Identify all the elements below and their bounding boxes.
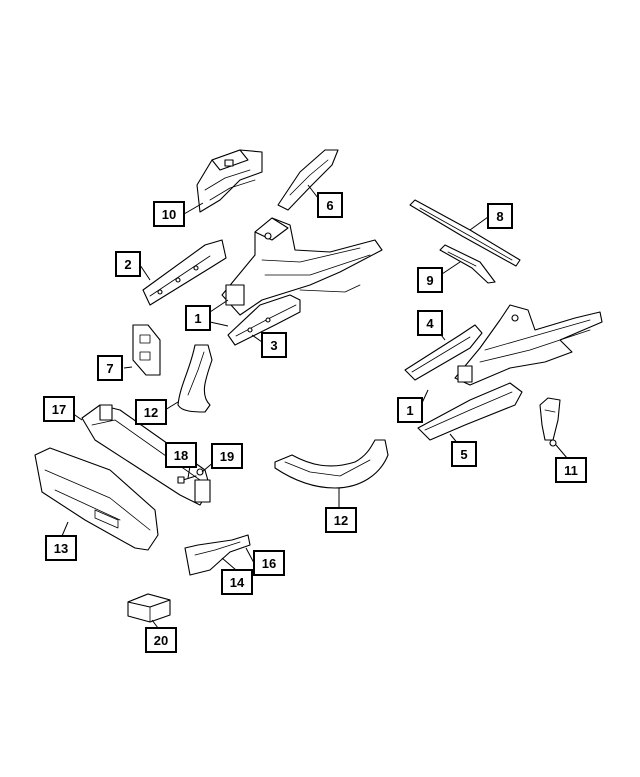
part-2-illustration [142,239,227,306]
part-11-illustration [539,397,561,447]
part-9-illustration [439,244,496,284]
callout-16: 16 [253,550,285,576]
right-frame-assembly [454,304,603,386]
callout-17-label: 17 [52,402,66,417]
callout-4-label: 4 [426,316,434,331]
callout-11: 11 [555,457,587,483]
callout-9-label: 9 [426,273,433,288]
part-7-illustration [132,324,161,376]
callout-1b-label: 1 [406,403,413,418]
callout-1a-label: 1 [194,311,201,326]
callout-2-label: 2 [124,257,131,272]
callout-20-label: 20 [154,633,168,648]
leader-lines [61,184,568,629]
part-20-illustration [127,593,171,623]
part-12a-illustration [177,344,213,413]
callout-19: 19 [211,443,243,469]
part-6-illustration [277,149,339,211]
callout-7: 7 [97,355,123,381]
callout-12b: 12 [325,507,357,533]
callout-12a-label: 12 [144,405,158,420]
callout-14: 14 [221,569,253,595]
callout-2: 2 [115,251,141,277]
part-5-illustration [417,382,523,441]
callout-16-label: 16 [262,556,276,571]
callout-5-label: 5 [460,447,467,462]
callout-12b-label: 12 [334,513,348,528]
callout-19-label: 19 [220,449,234,464]
callout-9: 9 [417,267,443,293]
callout-20: 20 [145,627,177,653]
part-12b-illustration [274,439,389,489]
part-4-illustration [404,324,483,381]
part-13-illustration [34,447,159,551]
callout-6: 6 [317,192,343,218]
callout-10: 10 [153,201,185,227]
callout-7-label: 7 [106,361,113,376]
part-10-illustration [196,149,263,213]
left-frame-assembly [221,217,383,316]
callout-13-label: 13 [54,541,68,556]
part-3-illustration [227,294,301,346]
part-19-illustration [196,468,204,476]
callout-1b: 1 [397,397,423,423]
callout-12a: 12 [135,399,167,425]
part-14-illustration [184,534,251,576]
callout-14-label: 14 [230,575,245,590]
callout-10-label: 10 [162,207,176,222]
callout-5: 5 [451,441,477,467]
callout-4: 4 [417,310,443,336]
callout-18-label: 18 [174,448,188,463]
callout-3-label: 3 [270,338,277,353]
callout-18: 18 [165,442,197,468]
callout-8-label: 8 [496,209,503,224]
callout-3: 3 [261,332,287,358]
callout-1a: 1 [185,305,211,331]
callout-17: 17 [43,396,75,422]
callout-6-label: 6 [326,198,333,213]
callout-13: 13 [45,535,77,561]
part-8-illustration [409,199,521,267]
callout-8: 8 [487,203,513,229]
part-18-illustration [177,475,197,484]
callout-11-label: 11 [564,463,578,478]
